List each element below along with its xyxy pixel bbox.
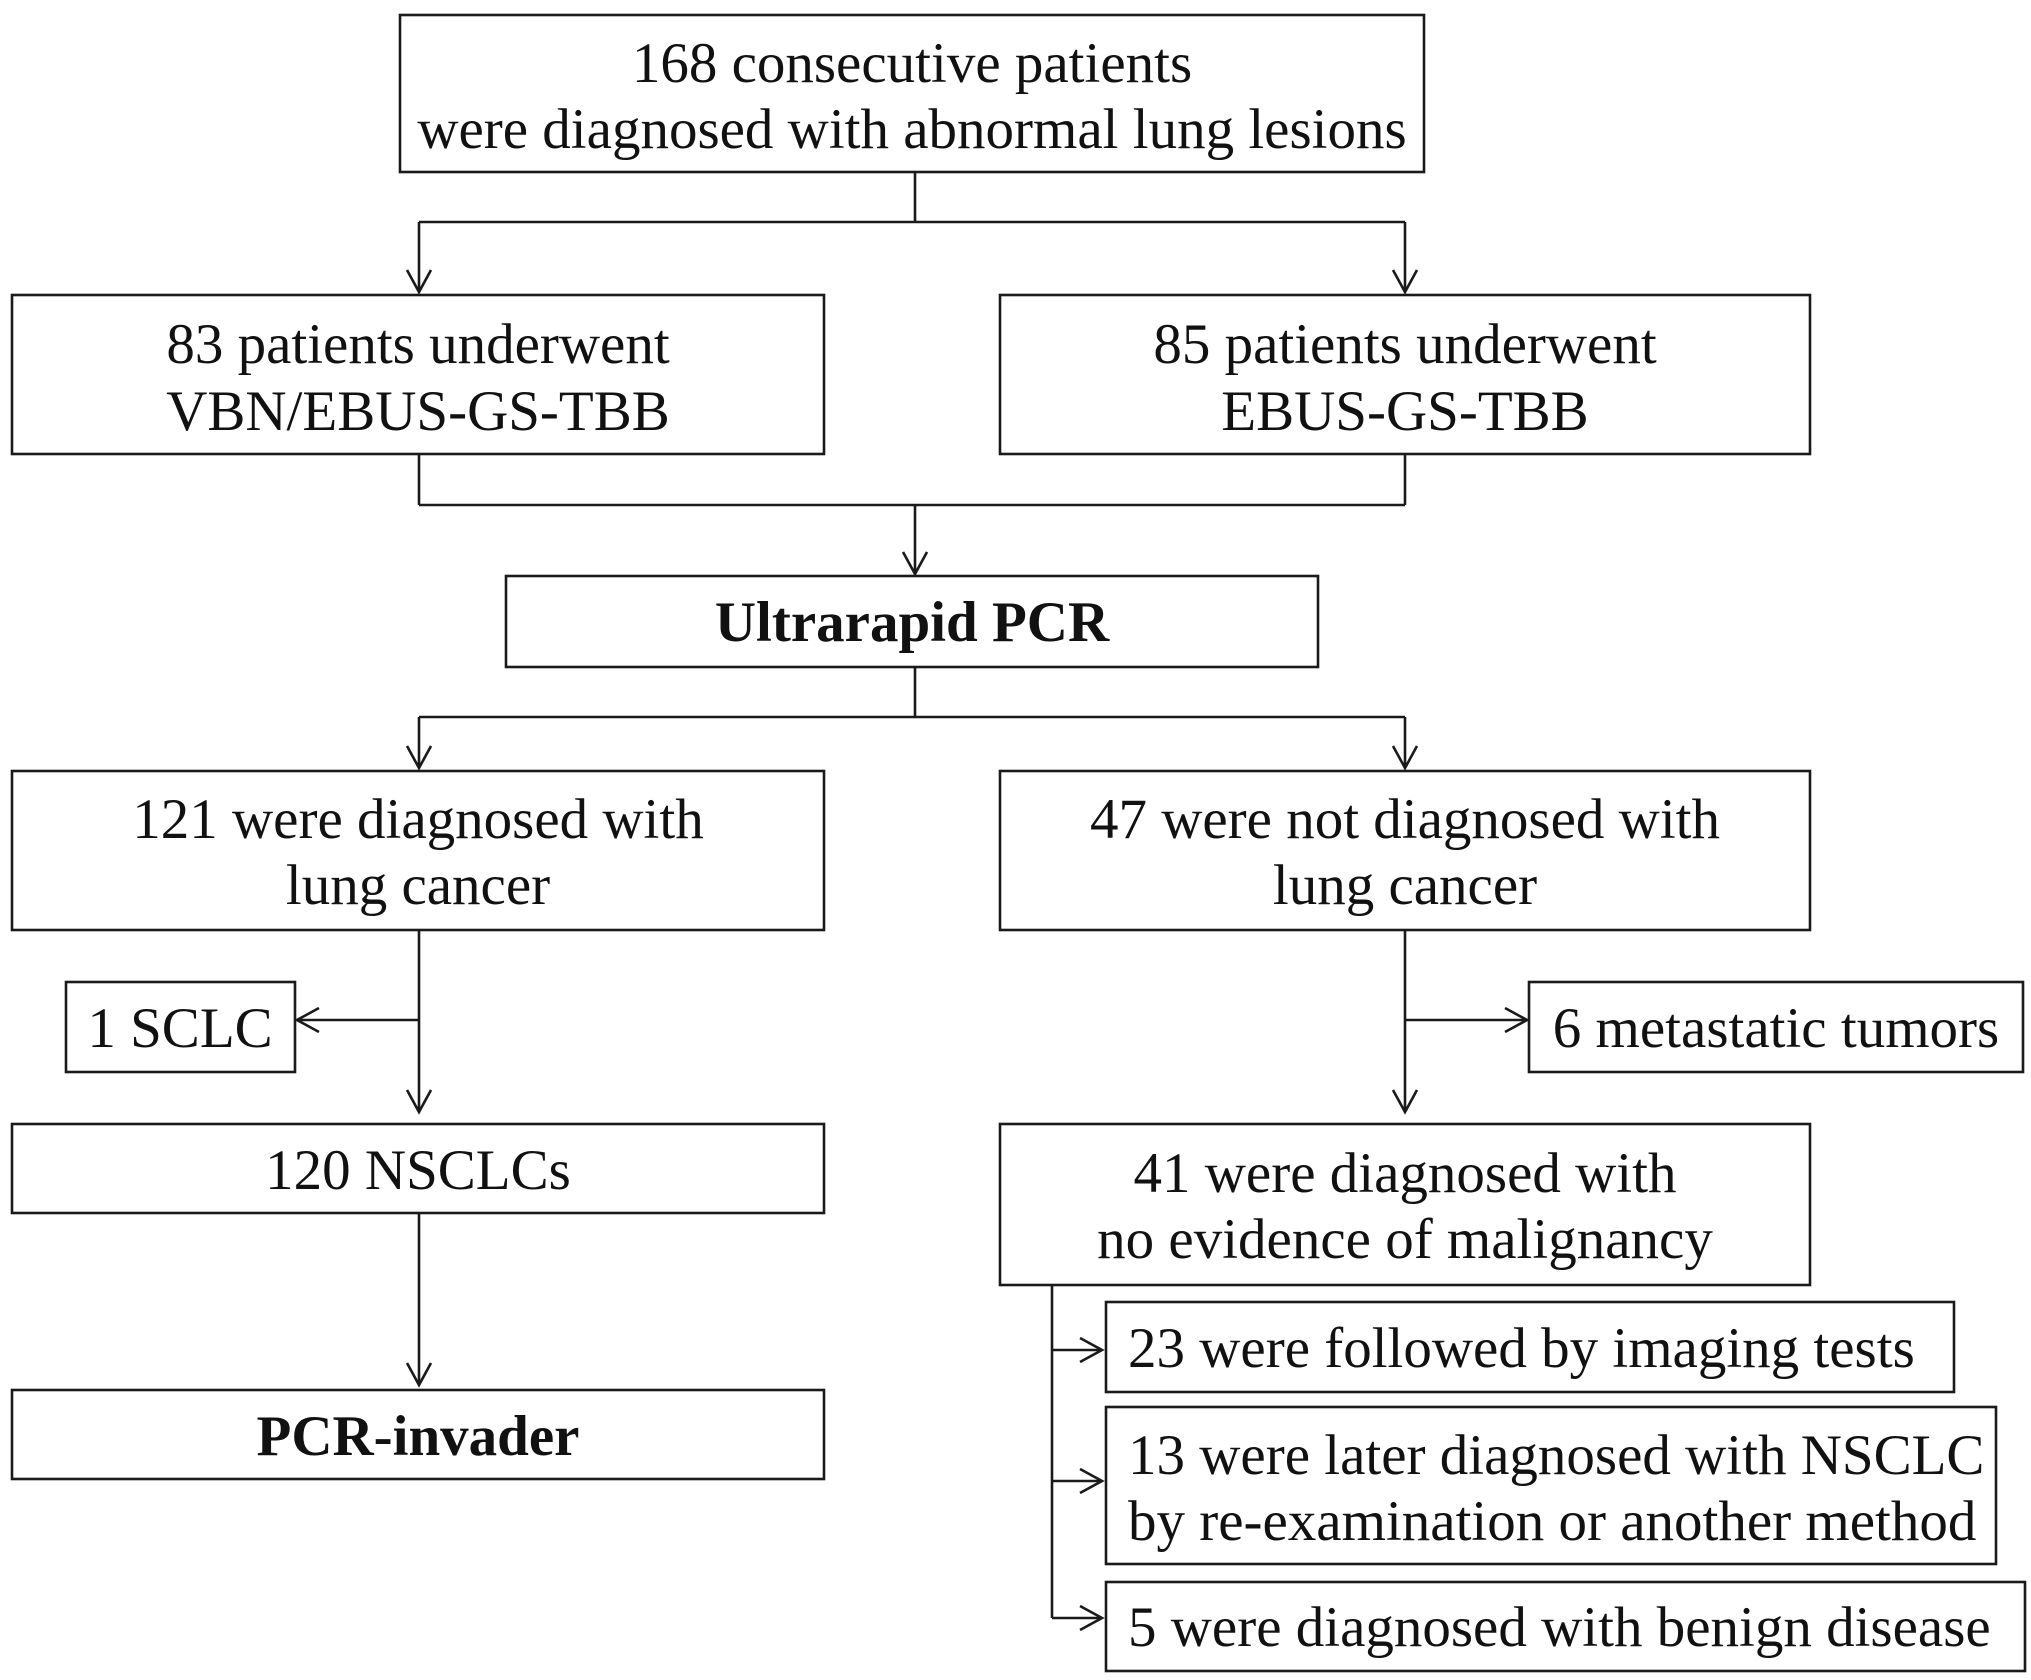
edge-cancer-to-sclc-nsclc — [299, 930, 421, 1110]
arrowhead-nomalig — [1391, 1089, 1419, 1115]
arrowhead-imaging — [1079, 1336, 1105, 1364]
box-invader: PCR-invader — [10, 1388, 826, 1481]
box-sclc: 1 SCLC — [64, 980, 297, 1074]
arrowhead-invader — [405, 1362, 433, 1388]
edge-arms-to-pcr — [417, 454, 1407, 572]
box-nomalig: 41 were diagnosed with no evidence of ma… — [998, 1122, 1812, 1287]
box-vbn: 83 patients underwent VBN/EBUS-GS-TBB — [10, 293, 826, 456]
arrowhead-vbn — [405, 269, 433, 295]
arrowhead-notcancer — [1391, 745, 1419, 771]
box-cancer: 121 were diagnosed with lung cancer — [10, 769, 826, 932]
box-ebus-line-1: 85 patients underwent — [1153, 313, 1657, 376]
box-notcancer-line-1: 47 were not diagnosed with — [1090, 788, 1720, 851]
box-imaging: 23 were followed by imaging tests — [1104, 1300, 1956, 1394]
box-start-line-2: were diagnosed with abnormal lung lesion… — [417, 98, 1406, 161]
box-imaging-line-1: 23 were followed by imaging tests — [1128, 1317, 1915, 1380]
box-metastatic: 6 metastatic tumors — [1527, 980, 2025, 1074]
box-cancer-line-1: 121 were diagnosed with — [132, 788, 703, 851]
box-sclc-line-1: 1 SCLC — [87, 997, 272, 1060]
arrowhead-metastatic — [1504, 1006, 1530, 1034]
box-pcr: Ultrarapid PCR — [504, 574, 1320, 669]
box-invader-line-1: PCR-invader — [257, 1405, 580, 1468]
arrowhead-ebus — [1391, 269, 1419, 295]
box-nomalig-line-2: no evidence of malignancy — [1097, 1208, 1713, 1271]
edge-pcr-to-results — [417, 667, 1407, 766]
box-ebus: 85 patients underwent EBUS-GS-TBB — [998, 293, 1812, 456]
box-nomalig-line-1: 41 were diagnosed with — [1134, 1142, 1677, 1205]
box-later-line-2: by re-examination or another method — [1128, 1490, 1976, 1553]
box-later: 13 were later diagnosed with NSCLC by re… — [1104, 1405, 1998, 1566]
connectors — [299, 172, 1525, 1620]
edge-start-to-arms — [417, 172, 1407, 290]
arrowhead-later — [1079, 1467, 1105, 1495]
box-cancer-line-2: lung cancer — [286, 854, 550, 917]
arrowhead-pcr — [901, 551, 929, 577]
arrowhead-benign — [1079, 1604, 1105, 1632]
edge-notcancer-to-metastatic-nomalig — [1403, 930, 1525, 1110]
box-benign-line-1: 5 were diagnosed with benign disease — [1128, 1596, 1991, 1659]
box-vbn-line-1: 83 patients underwent — [166, 313, 670, 376]
edge-nomalig-to-outcomes — [1050, 1285, 1100, 1620]
box-later-line-1: 13 were later diagnosed with NSCLC — [1128, 1424, 1984, 1487]
box-start-line-1: 168 consecutive patients — [632, 32, 1192, 95]
box-vbn-line-2: VBN/EBUS-GS-TBB — [166, 380, 670, 443]
box-benign: 5 were diagnosed with benign disease — [1104, 1580, 2027, 1673]
box-ebus-line-2: EBUS-GS-TBB — [1221, 380, 1588, 443]
box-start: 168 consecutive patients were diagnosed … — [398, 13, 1426, 174]
box-notcancer: 47 were not diagnosed with lung cancer — [998, 769, 1812, 932]
box-pcr-line-1: Ultrarapid PCR — [715, 591, 1110, 654]
box-notcancer-line-2: lung cancer — [1273, 854, 1537, 917]
arrowhead-nsclc — [405, 1089, 433, 1115]
arrowhead-sclc — [294, 1006, 320, 1034]
box-metastatic-line-1: 6 metastatic tumors — [1553, 997, 1999, 1060]
arrowhead-cancer — [405, 745, 433, 771]
box-nsclc: 120 NSCLCs — [10, 1122, 826, 1215]
arrowheads — [294, 269, 1530, 1632]
box-nsclc-line-1: 120 NSCLCs — [265, 1139, 571, 1202]
